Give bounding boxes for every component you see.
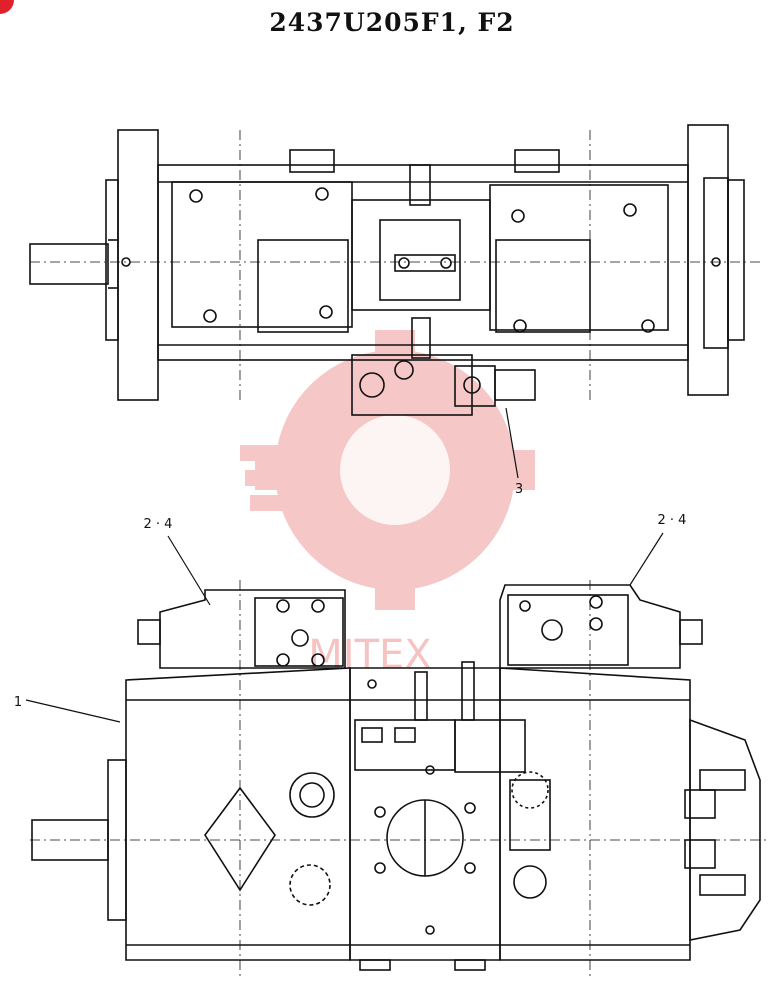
bottom-view <box>30 580 770 980</box>
callout-1: 1 <box>14 695 22 710</box>
watermark-hole <box>340 415 450 525</box>
callout-2-4-left: 2 · 4 <box>144 517 173 532</box>
callout-3: 3 <box>515 482 523 497</box>
top-view <box>29 124 760 416</box>
leader-lines <box>25 407 664 723</box>
drawing-title: 2437U205F1, F2 <box>269 8 515 37</box>
callout-2-4-right: 2 · 4 <box>658 513 687 528</box>
watermark-text: MITEX <box>308 632 431 678</box>
